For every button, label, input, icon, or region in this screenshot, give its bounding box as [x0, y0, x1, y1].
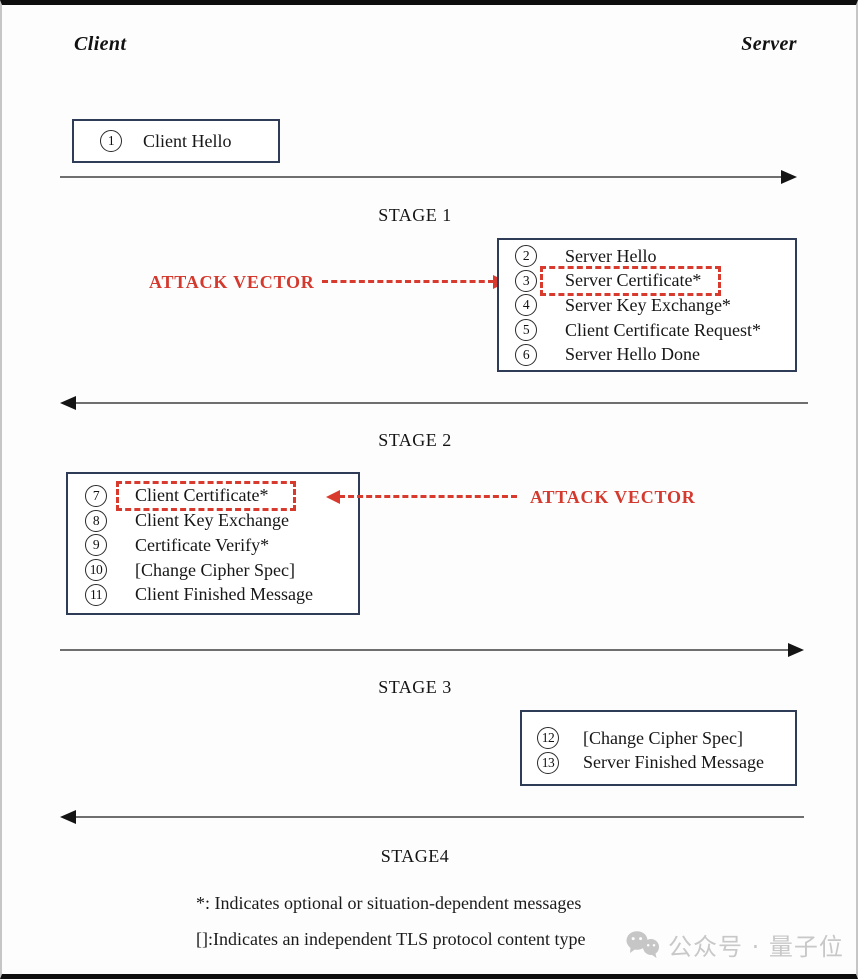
attack-highlight-box: Server Certificate* [540, 265, 722, 296]
stage2-client-messages-box: 7 Client Certificate* 8 Client Key Excha… [66, 472, 360, 615]
message-number-badge: 1 [100, 130, 122, 152]
footnote-asterisk: *: Indicates optional or situation-depen… [196, 893, 582, 913]
message-row: 7 Client Certificate* [85, 481, 358, 512]
message-row: 6 Server Hello Done [515, 342, 795, 367]
client-hello-box: 1 Client Hello [72, 119, 280, 163]
stage1-server-messages-box: 2 Server Hello 3 Server Certificate* 4 S… [497, 238, 797, 372]
message-number-badge: 2 [515, 245, 537, 268]
message-label: [Change Cipher Spec] [135, 559, 295, 580]
arrow-line [60, 176, 787, 179]
message-row: 3 Server Certificate* [515, 265, 795, 296]
message-number-badge: 9 [85, 534, 107, 557]
arrow-head-right-icon [788, 643, 804, 657]
message-label: Client Key Exchange [135, 510, 289, 531]
arrow-head-right-icon [781, 170, 797, 184]
stage2-attack-vector-label: ATTACK VECTOR [530, 487, 696, 507]
message-label: [Change Cipher Spec] [583, 727, 743, 748]
arrow-line [60, 649, 794, 652]
message-label: Certificate Verify* [135, 534, 270, 555]
message-row: 11 Client Finished Message [85, 582, 358, 607]
message-number-badge: 3 [515, 269, 537, 292]
message-label: Client Hello [143, 130, 232, 151]
stage4-arrow-left [60, 810, 804, 824]
message-label: Client Finished Message [135, 584, 313, 605]
stage1-attack-vector-label: ATTACK VECTOR [149, 272, 315, 292]
wechat-icon [625, 930, 661, 959]
message-number-badge: 12 [537, 727, 559, 750]
message-row: 13 Server Finished Message [537, 751, 795, 776]
message-row: 12 [Change Cipher Spec] [537, 726, 795, 751]
message-number-badge: 10 [85, 559, 107, 582]
message-label: Server Hello Done [565, 344, 700, 365]
stage4-label: STAGE4 [380, 846, 450, 866]
arrow-head-left-icon [60, 396, 76, 410]
footnote-brackets: []:Indicates an independent TLS protocol… [196, 929, 586, 949]
dashed-arrow-line [322, 280, 494, 283]
watermark: 公众号 · 量子位 [625, 927, 844, 962]
client-actor-label: Client [74, 33, 127, 55]
message-number-badge: 8 [85, 509, 107, 532]
message-row: 2 Server Hello [515, 244, 795, 269]
message-label: Client Certificate Request* [565, 319, 761, 340]
stage3-arrow-right [60, 643, 804, 657]
stage2-arrow-left [60, 396, 808, 410]
stage2-label: STAGE 2 [378, 430, 452, 450]
stage4-label-wrap: STAGE4 [2, 846, 828, 867]
stage2-attack-arrow [326, 489, 517, 505]
message-number-badge: 11 [85, 583, 107, 606]
stage2-label-wrap: STAGE 2 [2, 430, 828, 451]
message-number-badge: 5 [515, 319, 537, 342]
attack-highlight-box: Client Certificate* [116, 481, 297, 512]
message-number-badge: 4 [515, 294, 537, 317]
stage3-label-wrap: STAGE 3 [2, 677, 828, 698]
stage3-label: STAGE 3 [378, 677, 452, 697]
dashed-arrow-head-left-icon [326, 490, 340, 504]
message-row: 10 [Change Cipher Spec] [85, 558, 358, 583]
arrow-line [70, 816, 804, 819]
message-number-badge: 6 [515, 343, 537, 366]
dashed-arrow-line [339, 495, 517, 498]
stage1-arrow-right [60, 170, 797, 184]
stage3-server-messages-box: 12 [Change Cipher Spec] 13 Server Finish… [520, 710, 797, 786]
message-row: 9 Certificate Verify* [85, 533, 358, 558]
arrow-head-left-icon [60, 810, 76, 824]
message-number-badge: 13 [537, 751, 559, 774]
message-number-badge: 7 [85, 485, 107, 508]
stage1-label-wrap: STAGE 1 [2, 205, 828, 226]
arrow-line [70, 402, 808, 405]
message-label: Server Finished Message [583, 752, 764, 773]
message-label: Server Hello [565, 245, 657, 266]
server-actor-label: Server [741, 33, 797, 55]
message-row: 4 Server Key Exchange* [515, 293, 795, 318]
message-row: 5 Client Certificate Request* [515, 318, 795, 343]
message-label: Server Key Exchange* [565, 294, 731, 315]
stage1-label: STAGE 1 [378, 205, 452, 225]
stage1-attack-arrow [322, 274, 507, 290]
watermark-text: 公众号 · 量子位 [668, 933, 844, 961]
message-row: 8 Client Key Exchange [85, 509, 358, 534]
